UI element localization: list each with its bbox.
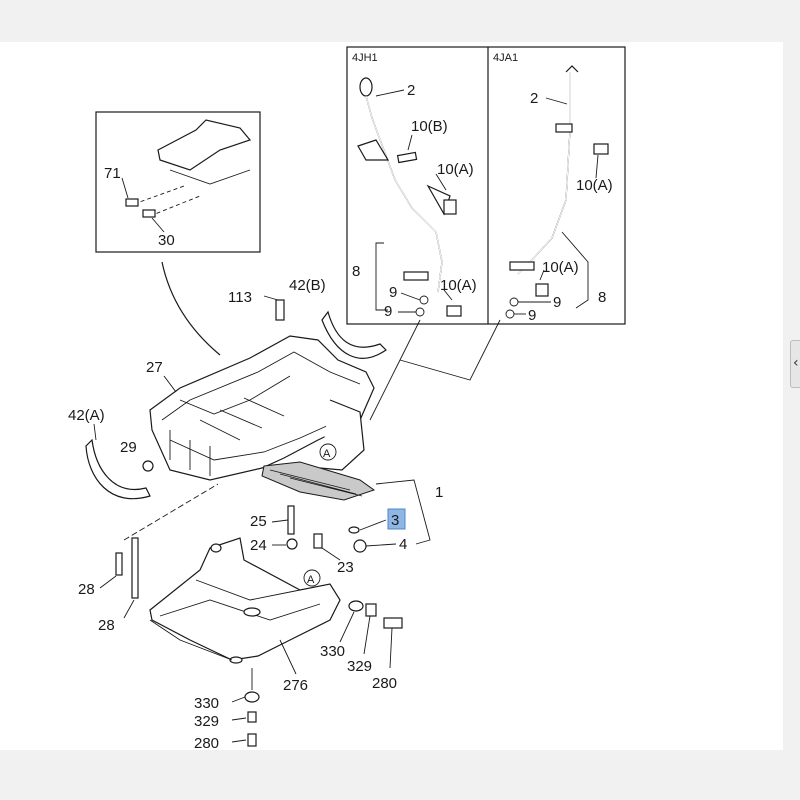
label-3-highlight	[387, 508, 406, 530]
dipstick-inset-frame	[346, 46, 626, 325]
label-2-4jh1: 2	[407, 82, 415, 99]
label-4: 4	[399, 536, 407, 553]
circle-a-on-pan: A	[323, 448, 331, 460]
bolt-inset-drawing	[125, 119, 252, 218]
chevron-left-icon: ‹	[793, 355, 799, 371]
label-280-bottom: 280	[194, 735, 219, 752]
label-29: 29	[120, 439, 137, 456]
label-2-4ja1: 2	[530, 90, 538, 107]
oil-pan-27: A	[142, 299, 376, 501]
inset-title-4jh1: 4JH1	[352, 52, 378, 64]
inset-title-4ja1: 4JA1	[493, 52, 518, 64]
label-9-lower-4ja1: 9	[528, 307, 536, 324]
label-9-upper-4jh1: 9	[389, 284, 397, 301]
label-42b: 42(B)	[289, 277, 326, 294]
label-10a-upper-4ja1: 10(A)	[576, 177, 613, 194]
label-10a-lower-4jh1: 10(A)	[440, 277, 477, 294]
label-3: 3	[391, 512, 399, 529]
label-329-bottom: 329	[194, 713, 219, 730]
gasket-42b	[321, 310, 387, 359]
label-24: 24	[250, 537, 267, 554]
label-28-lower: 28	[98, 617, 115, 634]
label-1: 1	[435, 484, 443, 501]
label-28-left: 28	[78, 581, 95, 598]
label-71: 71	[104, 165, 121, 182]
skid-plate-276	[149, 537, 341, 664]
label-8-4ja1: 8	[598, 289, 606, 306]
label-10b: 10(B)	[411, 118, 448, 135]
label-276: 276	[283, 677, 308, 694]
label-23: 23	[337, 559, 354, 576]
bolt-inset-frame	[95, 111, 261, 253]
label-30: 30	[158, 232, 175, 249]
label-10a-lower-4ja1: 10(A)	[542, 259, 579, 276]
dipstick-4jh1	[357, 77, 462, 317]
gasket-42a	[85, 438, 151, 500]
label-27: 27	[146, 359, 163, 376]
label-329-right: 329	[347, 658, 372, 675]
label-25: 25	[250, 513, 267, 530]
label-280-right: 280	[372, 675, 397, 692]
label-113: 113	[228, 289, 252, 306]
dipstick-4ja1	[505, 65, 609, 319]
label-10a-upper-4jh1: 10(A)	[437, 161, 474, 178]
label-330-bottom: 330	[194, 695, 219, 712]
circle-a-on-plate: A	[307, 574, 315, 586]
label-9-upper-4ja1: 9	[553, 294, 561, 311]
scroll-left-button[interactable]: ‹	[790, 340, 800, 388]
label-330-right: 330	[320, 643, 345, 660]
label-9-lower-4jh1: 9	[384, 303, 392, 320]
label-8-4jh1: 8	[352, 263, 360, 280]
label-42a: 42(A)	[68, 407, 105, 424]
